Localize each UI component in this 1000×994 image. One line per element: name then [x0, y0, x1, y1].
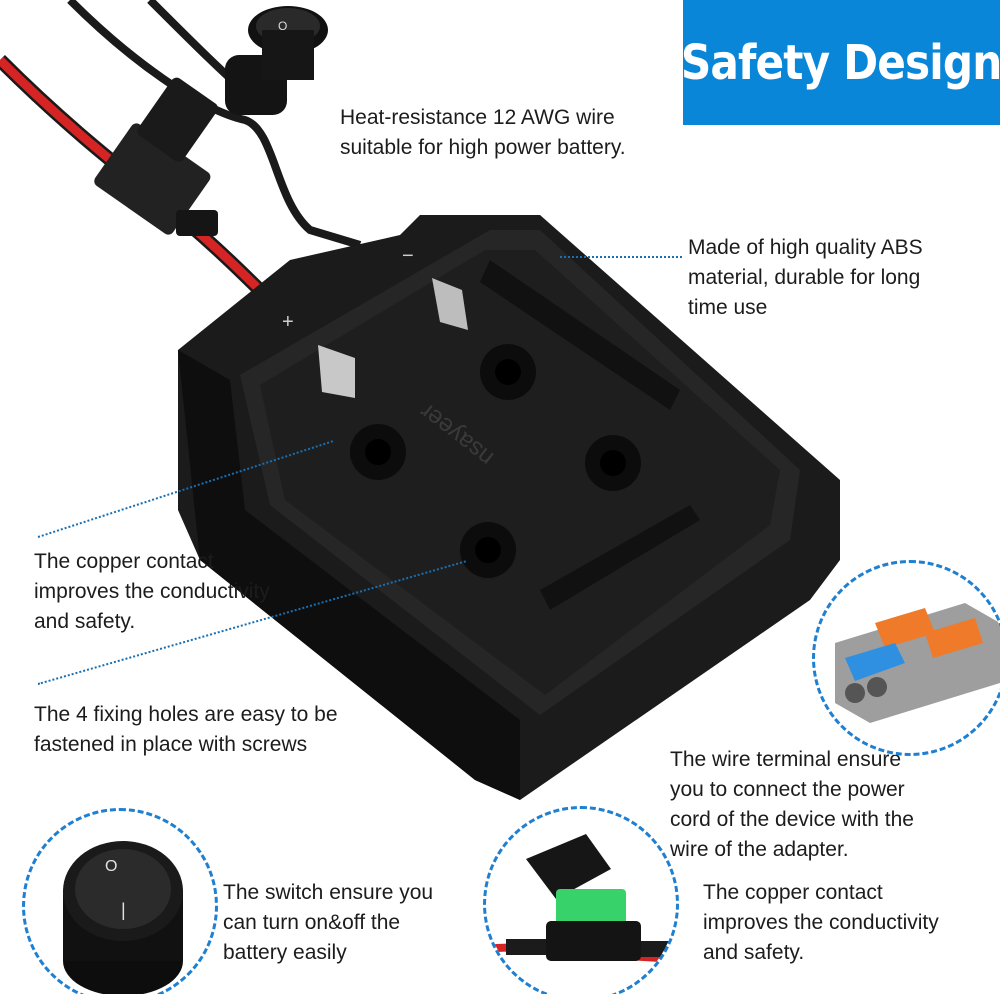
- switch-i-glyph: |: [121, 900, 126, 920]
- rocker-switch-icon: O: [225, 6, 328, 115]
- blade-fuse-icon: [486, 834, 676, 963]
- plus-sign: +: [282, 311, 294, 333]
- wire-terminal-detail: [812, 560, 1000, 756]
- leader-line-abs: [560, 256, 682, 258]
- switch-detail: O |: [22, 808, 218, 994]
- wire-terminal-icon: [835, 603, 1000, 723]
- leader-line-copper: [37, 440, 334, 538]
- switch-on-glyph: O: [278, 19, 287, 33]
- fuse-holder-icon: [94, 77, 218, 236]
- brand-logo: nsayeer: [415, 398, 499, 472]
- safety-design-banner: Safety Design: [681, 0, 1000, 125]
- fuse-holder-detail: [483, 806, 679, 994]
- switch-o-glyph: O: [105, 858, 117, 875]
- minus-sign: −: [402, 245, 414, 267]
- round-switch-icon: O |: [63, 841, 183, 994]
- banner-title: Safety Design: [681, 34, 1000, 91]
